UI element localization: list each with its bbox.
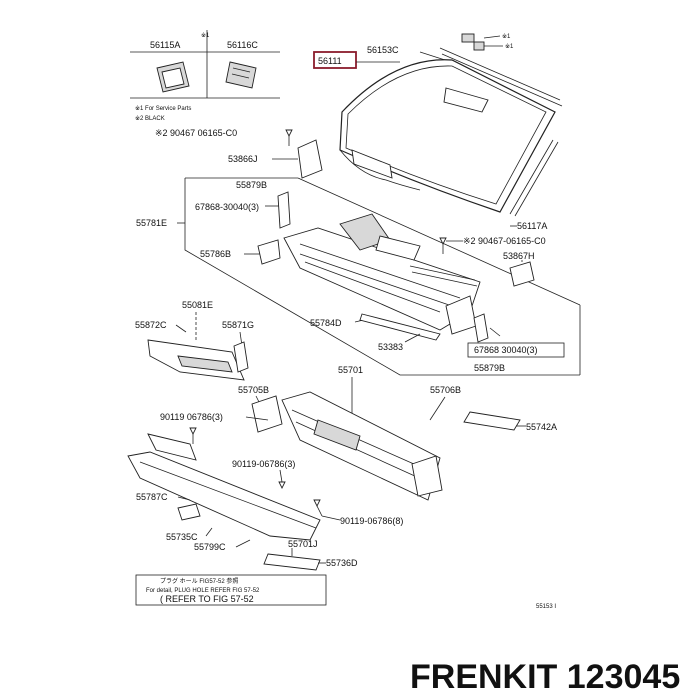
mark-s1-inset: ※1 — [201, 32, 210, 39]
refer-box: プラグ ホール FIG57-52 参照 For detail, PLUG HOL… — [135, 574, 327, 606]
label-55736d: 55736D — [326, 558, 358, 568]
label-55879b-top: 55879B — [236, 180, 267, 190]
label-56111: 56111 — [318, 56, 342, 66]
label-53867h: 53867H — [503, 251, 535, 261]
label-55787c: 55787C — [136, 492, 168, 502]
label-55706b: 55706B — [430, 385, 461, 395]
label-55735c: 55735C — [166, 532, 198, 542]
part-55735c — [177, 503, 201, 521]
part-55879b-bot — [473, 313, 489, 343]
label-55781e: 55781E — [136, 218, 167, 228]
windshield-group: 56111 56153C ※1 ※1 — [313, 33, 563, 217]
watermark-frenkit: FRENKIT 123045 — [410, 658, 680, 696]
part-55742a — [463, 411, 521, 431]
label-56115a: 56115A — [150, 40, 180, 50]
note-black: ※2 BLACK — [135, 115, 165, 122]
inset-service-parts: 56115A 56116C ※1 ※1 For Service Parts ※2… — [130, 30, 280, 122]
part-55701-opening — [313, 419, 361, 451]
mark-s1-top-right: ※1 — [502, 33, 511, 40]
figure-code: 55153 I — [536, 604, 556, 610]
part-55787c — [127, 451, 321, 541]
label-67868-right: 67868 30040(3) — [474, 345, 538, 355]
part-55706b — [411, 455, 443, 497]
part-55872c-grill — [177, 355, 233, 373]
label-56117a: 56117A — [517, 221, 547, 231]
label-55742a: 55742A — [526, 422, 557, 432]
cowl-lower-group: 55701 55705B 55706B 90119 06786(3) 55742… — [127, 365, 557, 571]
refer-line-2: For detail, PLUG HOLE REFER FIG 57-52 — [146, 588, 260, 594]
part-55787c-bracket — [147, 433, 197, 461]
label-55871g: 55871G — [222, 320, 254, 330]
label-53866j: 53866J — [228, 154, 258, 164]
label-90119-b: 90119-06786(3) — [232, 459, 295, 469]
windshield-glass — [339, 59, 556, 213]
label-90119-c: 90119-06786(8) — [340, 516, 403, 526]
label-56153c: 56153C — [367, 45, 399, 55]
label-55701j: 55701J — [288, 539, 318, 549]
label-53383: 53383 — [378, 342, 403, 352]
part-53867h — [509, 261, 535, 287]
part-55871g — [233, 341, 249, 373]
label-55784d: 55784D — [310, 318, 342, 328]
label-56116c: 56116C — [227, 40, 258, 50]
screw-top — [285, 129, 293, 146]
mirror-base — [443, 87, 489, 113]
highlight-56111 — [313, 51, 357, 69]
refer-line-1: プラグ ホール FIG57-52 参照 — [160, 577, 238, 585]
part-56115a-inner — [161, 67, 185, 89]
part-55786b — [257, 239, 281, 265]
part-56116c — [225, 61, 257, 89]
part-55879b-top — [277, 191, 291, 229]
label-90119-a: 90119 06786(3) — [160, 412, 223, 422]
label-s2-right: ※2 90467-06165-C0 — [463, 236, 546, 246]
cowl-upper-group: 55879B 67868-30040(3) 55781E 55786B ※2 9… — [136, 177, 581, 376]
label-55705b: 55705B — [238, 385, 269, 395]
label-55799c: 55799C — [194, 542, 226, 552]
label-55081e: 55081E — [182, 300, 213, 310]
label-55786b: 55786B — [200, 249, 231, 259]
label-55701: 55701 — [338, 365, 363, 375]
mark-s1-top-right-2: ※1 — [505, 43, 514, 50]
note-service-parts: ※1 For Service Parts — [135, 105, 191, 112]
part-55784d — [359, 313, 441, 341]
label-67868-left: 67868-30040(3) — [195, 202, 259, 212]
label-55872c: 55872C — [135, 320, 167, 330]
clip-top-2 — [473, 41, 485, 51]
refer-line-3: ( REFER TO FIG 57-52 — [160, 594, 254, 604]
part-53866j — [297, 139, 323, 179]
clip-top — [461, 33, 475, 43]
cowl-side-group: 55081E 55872C 55871G — [135, 300, 254, 381]
windshield-lower-part — [351, 149, 393, 179]
label-55879b-bot: 55879B — [474, 363, 505, 373]
cowl-bracket — [375, 235, 421, 261]
label-s2-top: ※2 90467 06165-C0 — [155, 128, 237, 138]
part-55705b — [251, 395, 283, 433]
part-55736d — [263, 553, 321, 571]
